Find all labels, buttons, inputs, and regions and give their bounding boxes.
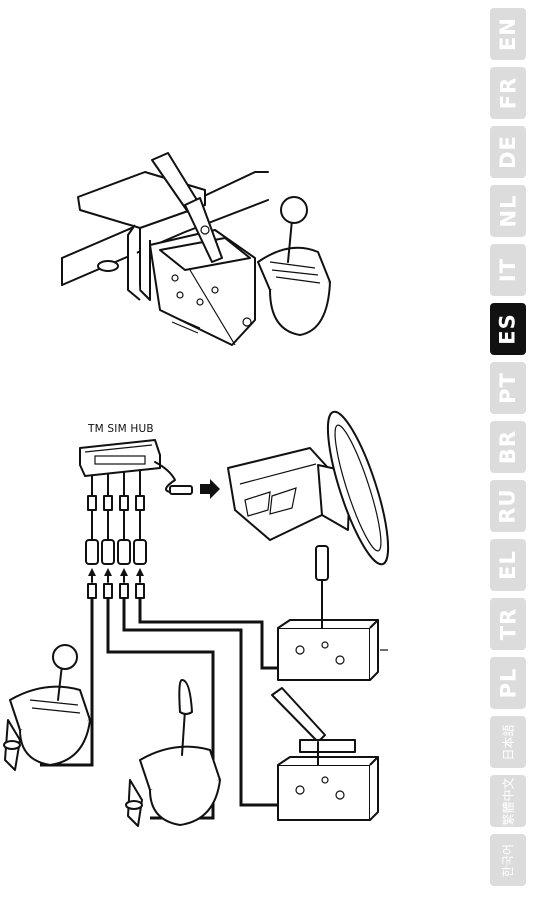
language-tab-11[interactable]: TR: [490, 598, 526, 650]
tm-sim-hub-label: TM SIM HUB: [88, 423, 154, 435]
language-tab-label: PL: [496, 668, 520, 699]
language-tab-label: DE: [496, 135, 520, 169]
language-tab-label: ES: [496, 313, 520, 344]
language-tab-label: EN: [496, 17, 520, 51]
language-tab-label: RU: [496, 488, 520, 523]
language-tab-label: IT: [496, 258, 520, 282]
language-tab-1[interactable]: EN: [490, 8, 526, 60]
language-tab-4[interactable]: NL: [490, 185, 526, 237]
language-tab-label: BR: [496, 430, 520, 464]
language-tab-2[interactable]: FR: [490, 67, 526, 119]
language-tab-6[interactable]: ES: [490, 303, 526, 355]
language-tab-14[interactable]: 繁體中文: [490, 775, 526, 827]
language-tab-label: NL: [496, 195, 520, 228]
language-tab-10[interactable]: EL: [490, 539, 526, 591]
language-tab-label: FR: [496, 77, 520, 110]
language-tab-12[interactable]: PL: [490, 657, 526, 709]
language-tab-7[interactable]: PT: [490, 362, 526, 414]
language-tab-label: PT: [496, 372, 520, 404]
language-tab-label: 繁體中文: [500, 777, 517, 825]
language-tab-5[interactable]: IT: [490, 244, 526, 296]
language-tab-9[interactable]: RU: [490, 480, 526, 532]
language-tab-8[interactable]: BR: [490, 421, 526, 473]
language-tab-label: TR: [496, 608, 520, 641]
language-tab-label: 日本語: [500, 724, 517, 760]
language-tab-3[interactable]: DE: [490, 126, 526, 178]
language-tab-15[interactable]: 한국어: [490, 834, 526, 886]
language-tab-label: EL: [496, 550, 520, 580]
handbrake: [278, 765, 370, 820]
language-tab-label: 한국어: [500, 843, 517, 876]
sequential-shifter: [278, 628, 370, 680]
language-tab-13[interactable]: 日本語: [490, 716, 526, 768]
